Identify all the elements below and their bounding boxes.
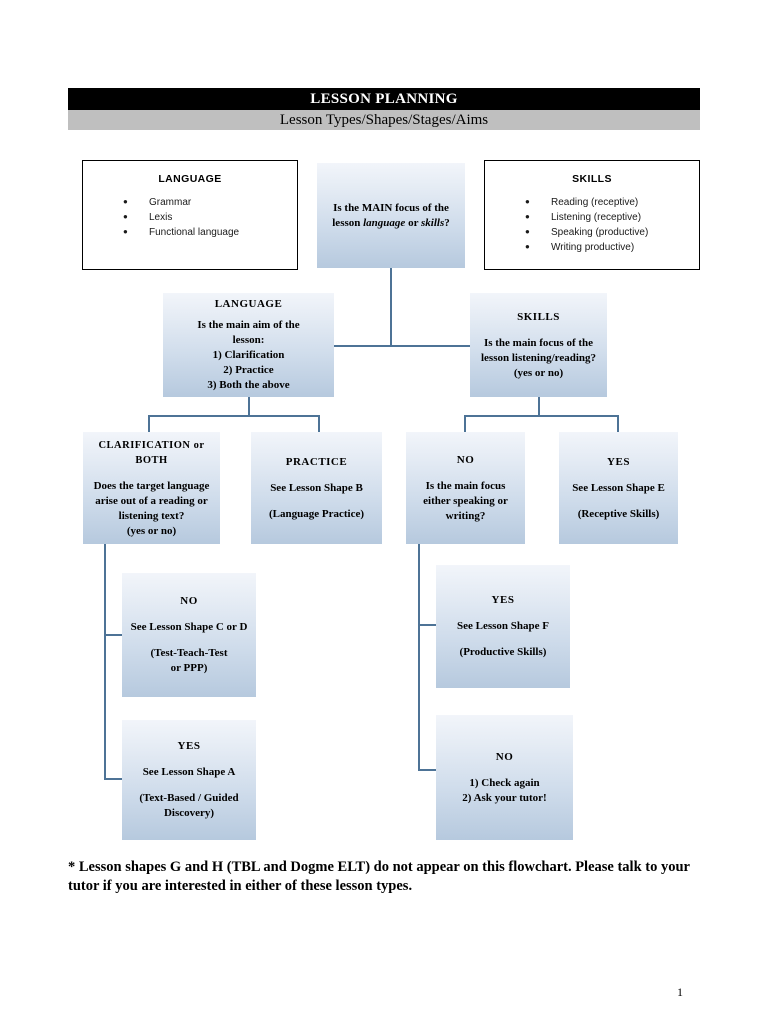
skills-decision-heading: SKILLS: [517, 310, 560, 323]
clar-yes-line3: Discovery): [163, 807, 215, 819]
flow-box-language-decision: LANGUAGE Is the main aim of the lesson: …: [163, 293, 334, 397]
connector-productive-to-no: [418, 769, 437, 771]
list-item: Functional language: [123, 224, 297, 240]
connector-language-right-drop: [318, 415, 320, 432]
clar-no-line1: See Lesson Shape C or D: [130, 621, 248, 633]
flow-box-productive-no: NO 1) Check again 2) Ask your tutor!: [436, 715, 573, 840]
flow-box-skills-no: NO Is the main focus either speaking or …: [406, 432, 525, 544]
connector-language-stem: [248, 397, 250, 417]
page-number: 1: [677, 985, 683, 999]
skills-yes-line2: (Receptive Skills): [577, 507, 660, 520]
prod-no-line2: 2) Ask your tutor!: [462, 791, 547, 804]
prod-yes-line1: See Lesson Shape F: [457, 620, 549, 632]
page-title: LESSON PLANNING: [68, 88, 700, 110]
clar-yes-line2: (Text-Based / Guided: [139, 792, 239, 804]
clar-yes-heading: YES: [177, 740, 201, 752]
list-item: Speaking (productive): [525, 224, 699, 240]
prod-yes-heading: YES: [491, 594, 515, 606]
legend-box-skills: SKILLS Reading (receptive) Listening (re…: [484, 160, 700, 270]
flow-box-clarification-yes: YES See Lesson Shape A (Text-Based / Gui…: [122, 720, 256, 840]
list-item: Lexis: [123, 209, 297, 225]
connector-clarification-rail: [104, 543, 106, 780]
connector-language-bus: [148, 415, 320, 417]
flow-box-root-question: Is the MAIN focus of the lesson language…: [317, 163, 465, 268]
connector-language-left-drop: [148, 415, 150, 432]
flow-box-productive-yes: YES See Lesson Shape F (Productive Skill…: [436, 565, 570, 688]
skills-yes-heading: YES: [607, 455, 630, 468]
clar-no-line3: or PPP): [170, 662, 208, 674]
clarification-heading: CLARIFICATION or BOTH: [98, 439, 205, 466]
clar-no-heading: NO: [180, 595, 198, 607]
clar-no-line2: (Test-Teach-Test: [150, 647, 228, 659]
practice-line1: See Lesson Shape B: [270, 481, 363, 494]
flow-box-skills-decision: SKILLS Is the main focus of the lesson l…: [470, 293, 607, 397]
skills-decision-line2: lesson listening/reading?: [480, 351, 596, 364]
flow-box-clarification-or-both: CLARIFICATION or BOTH Does the target la…: [83, 432, 220, 544]
footnote-text: * Lesson shapes G and H (TBL and Dogme E…: [68, 859, 690, 894]
skills-yes-line1: See Lesson Shape E: [572, 481, 665, 494]
skills-no-heading: NO: [456, 453, 475, 466]
clarification-line4: (yes or no): [126, 524, 177, 537]
root-question-line1: Is the MAIN focus of the: [333, 201, 449, 214]
flow-box-practice: PRACTICE See Lesson Shape B (Language Pr…: [251, 432, 382, 544]
legend-skills-title: SKILLS: [572, 173, 612, 185]
list-item: Writing productive): [525, 239, 699, 255]
skills-no-line2: either speaking or: [423, 494, 508, 507]
clarification-line1: Does the target language: [93, 479, 210, 492]
skills-decision-line1: Is the main focus of the: [483, 336, 594, 349]
legend-language-list: Grammar Lexis Functional language: [83, 194, 297, 240]
practice-line2: (Language Practice): [269, 507, 364, 520]
connector-skills-left-drop: [464, 415, 466, 432]
connector-root-vertical: [390, 268, 392, 347]
flow-box-clarification-no: NO See Lesson Shape C or D (Test-Teach-T…: [122, 573, 256, 697]
language-decision-line2: lesson:: [232, 334, 265, 346]
root-question-line2: lesson language or skills?: [332, 216, 450, 229]
clarification-line3: listening text?: [118, 509, 185, 522]
page-subtitle: Lesson Types/Shapes/Stages/Aims: [68, 110, 700, 130]
skills-no-line3: writing?: [445, 509, 486, 522]
connector-productive-rail: [418, 543, 420, 771]
connector-skills-stem: [538, 397, 540, 417]
skills-decision-line3: (yes or no): [513, 366, 564, 379]
prod-no-line1: 1) Check again: [469, 776, 540, 789]
connector-clarification-to-no: [104, 634, 123, 636]
connector-productive-to-yes: [418, 624, 437, 626]
clar-yes-line1: See Lesson Shape A: [142, 766, 236, 778]
language-decision-heading: LANGUAGE: [214, 298, 283, 310]
language-decision-option2: 2) Practice: [223, 364, 274, 376]
flow-box-skills-yes: YES See Lesson Shape E (Receptive Skills…: [559, 432, 678, 544]
skills-no-line1: Is the main focus: [425, 479, 506, 492]
list-item: Grammar: [123, 194, 297, 210]
practice-heading: PRACTICE: [285, 455, 348, 468]
language-decision-line1: Is the main aim of the: [197, 319, 300, 331]
prod-yes-line2: (Productive Skills): [459, 646, 547, 658]
connector-skills-bus: [464, 415, 619, 417]
clarification-line2: arise out of a reading or: [95, 494, 208, 507]
legend-box-language: LANGUAGE Grammar Lexis Functional langua…: [82, 160, 298, 270]
connector-root-bus: [308, 345, 483, 347]
legend-language-title: LANGUAGE: [158, 173, 222, 185]
list-item: Listening (receptive): [525, 209, 699, 225]
connector-clarification-to-yes: [104, 778, 123, 780]
language-decision-option1: 1) Clarification: [212, 349, 285, 361]
list-item: Reading (receptive): [525, 194, 699, 210]
language-decision-option3: 3) Both the above: [207, 379, 290, 391]
prod-no-heading: NO: [495, 750, 514, 763]
connector-skills-right-drop: [617, 415, 619, 432]
legend-skills-list: Reading (receptive) Listening (receptive…: [485, 194, 699, 255]
